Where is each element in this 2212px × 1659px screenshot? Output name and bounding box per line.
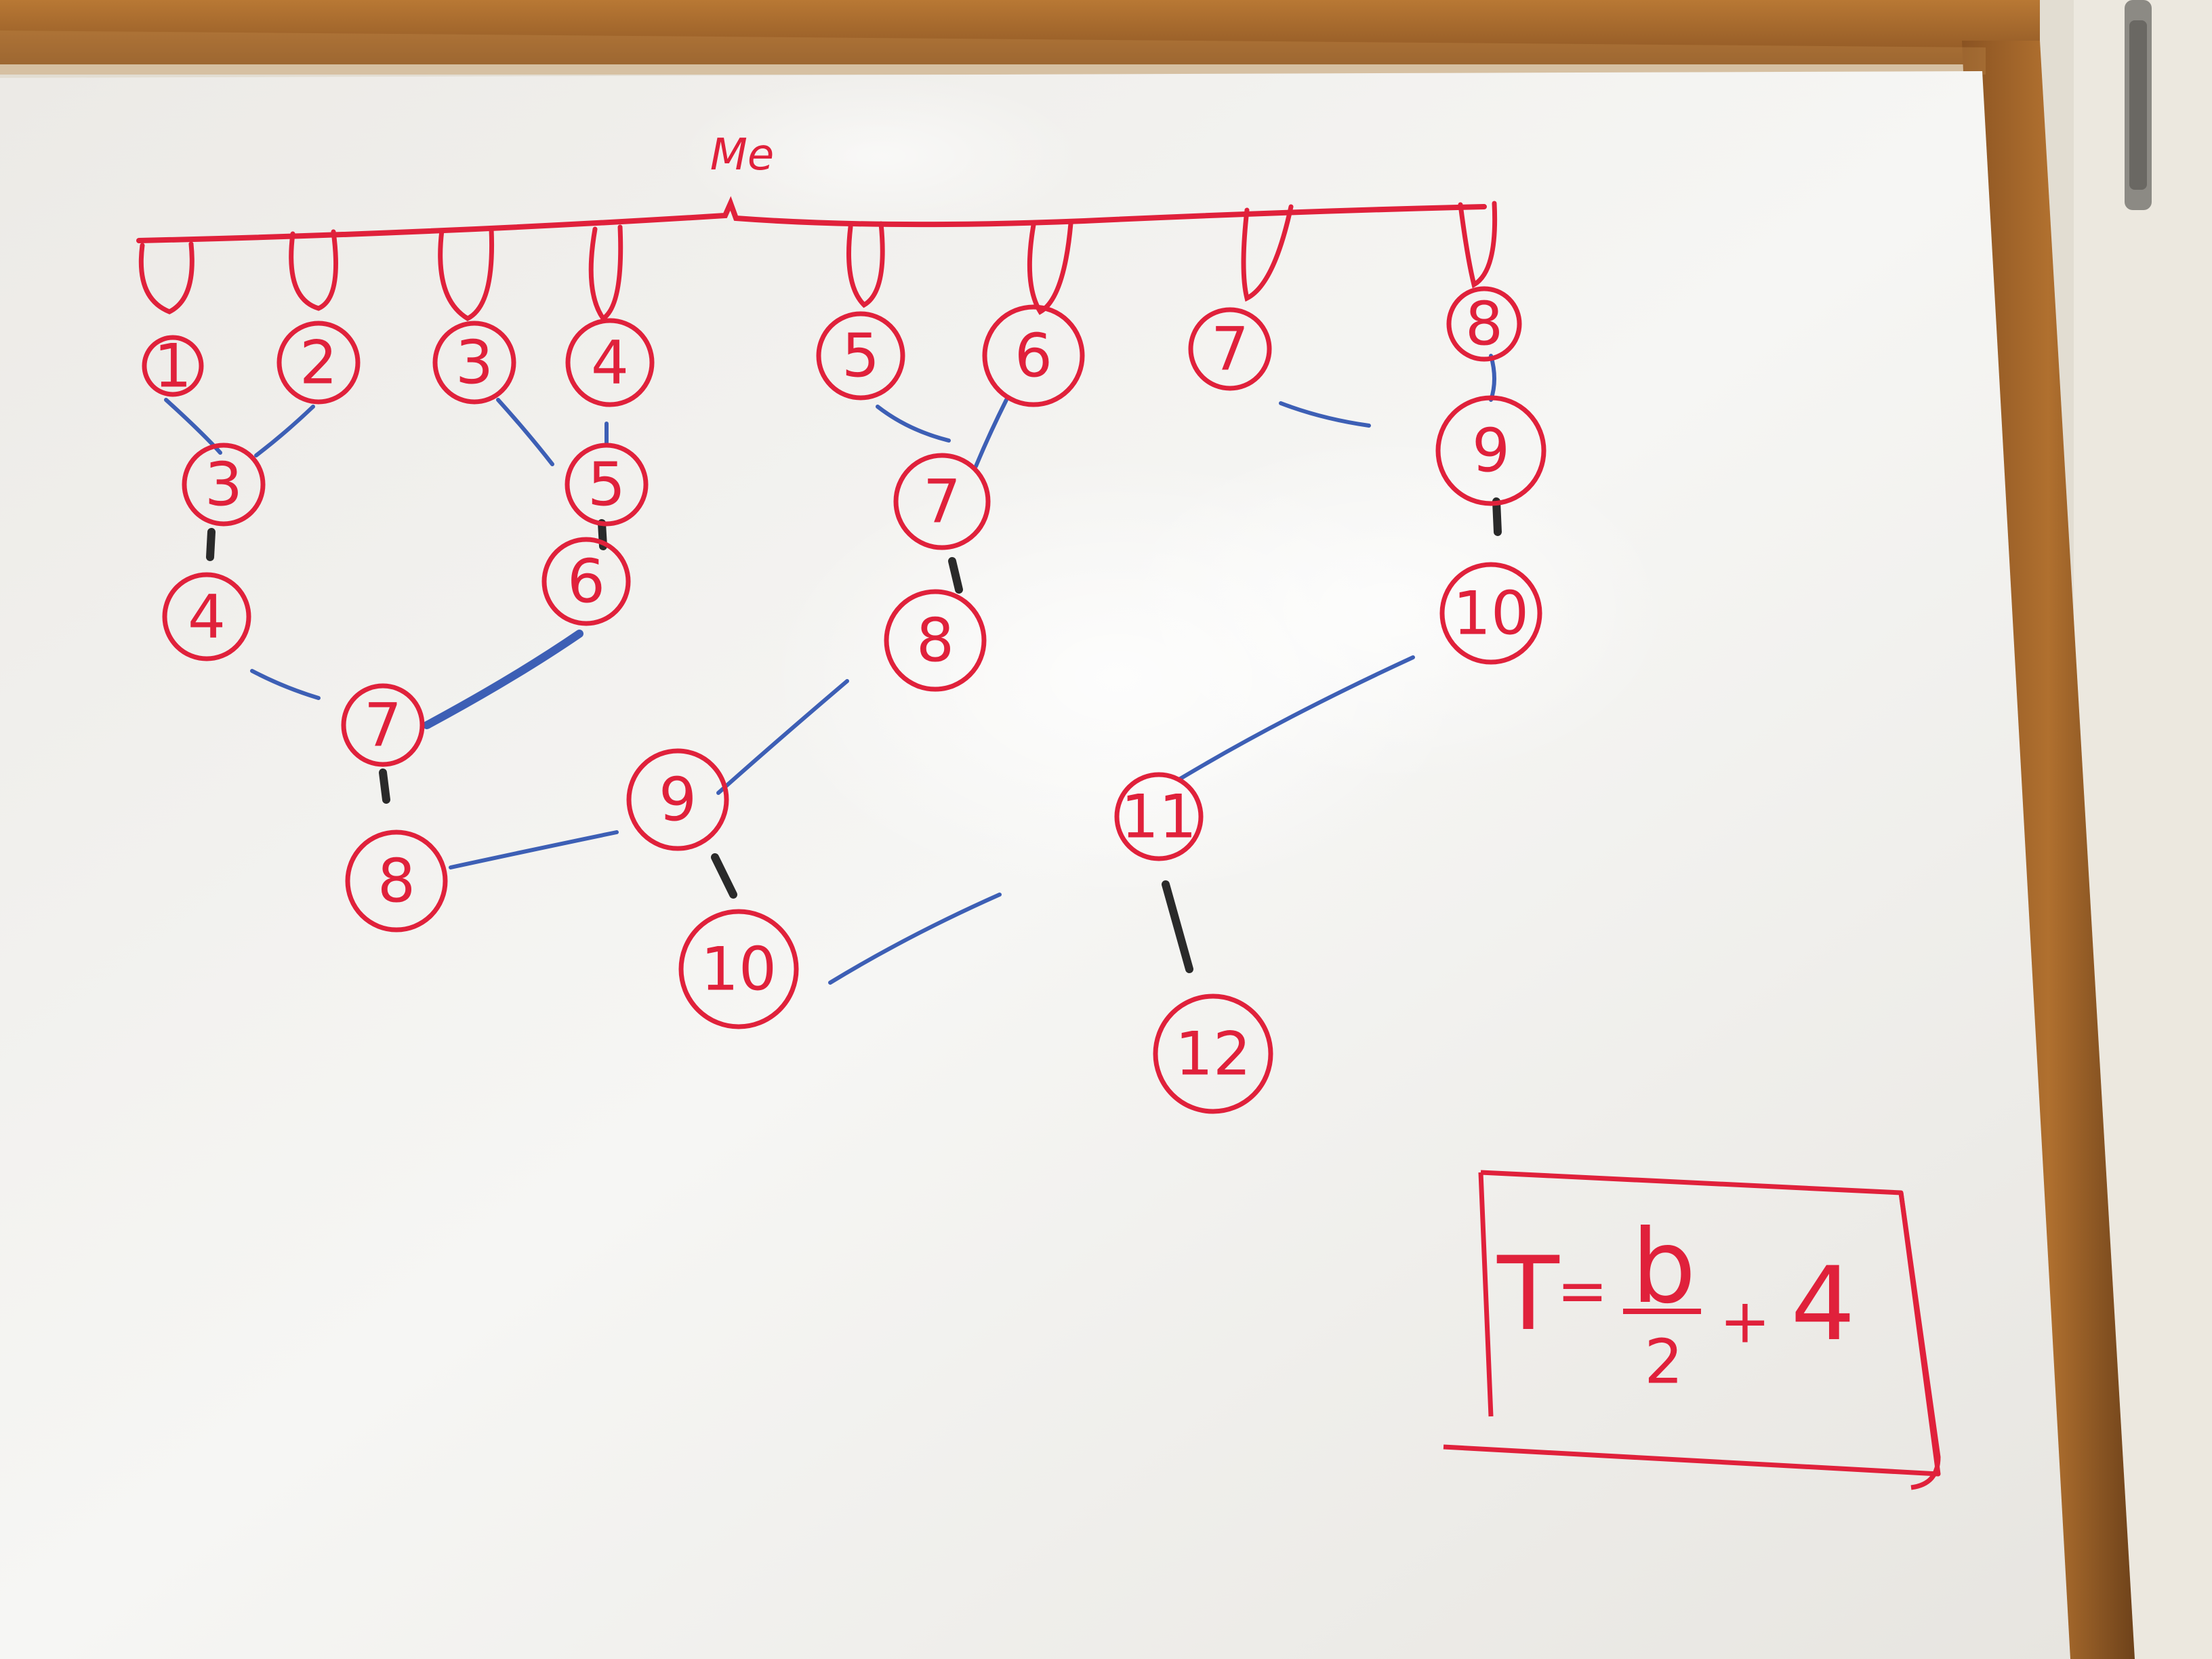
formula-equals: = [1557,1256,1607,1327]
node-label: 10 [1453,579,1529,649]
node-label: 1 [154,331,192,401]
glare-3 [678,75,1084,237]
node-label: 8 [377,846,415,916]
formula-constant: 4 [1790,1246,1855,1364]
node-circles [142,286,1547,1114]
title-label: Me [710,130,775,180]
node-label: 8 [916,606,954,676]
node-label: 2 [300,328,337,398]
node-label: 3 [455,328,493,398]
top-row: 1 2 3 4 5 6 7 8 [154,289,1503,401]
formula-box: T = b 2 + 4 [1443,1170,1941,1490]
node-label: 7 [364,691,402,760]
top-bracket [136,196,1487,243]
formula-numerator: b [1631,1208,1696,1326]
node-label: 4 [591,328,629,398]
node-label: 10 [701,935,777,1004]
node-label: 7 [923,467,961,537]
formula-denominator: 2 [1644,1327,1683,1398]
node-label: 8 [1465,289,1503,359]
node-label: 9 [1472,416,1510,486]
node-label: 6 [1015,321,1052,391]
node-label: 12 [1175,1019,1251,1089]
blue-edges [164,354,1496,985]
formula-plus: + [1719,1286,1770,1357]
node-label: 7 [1211,314,1249,384]
board-frame [0,0,2135,1659]
bracket-loops [138,201,1498,322]
glare-2 [1105,434,1674,786]
node-label: 5 [588,450,626,520]
lower-nodes: 3 4 5 6 7 7 8 8 9 10 9 10 11 12 [188,416,1529,1089]
node-label: 9 [659,765,697,835]
node-label: 5 [842,321,880,391]
node-label: 4 [188,582,226,652]
node-label: 3 [205,450,243,520]
hinge-icon [2125,0,2152,210]
black-edges [206,497,1502,973]
node-label: 6 [567,547,605,617]
formula-lhs: T [1496,1235,1560,1353]
node-label: 11 [1121,782,1197,852]
